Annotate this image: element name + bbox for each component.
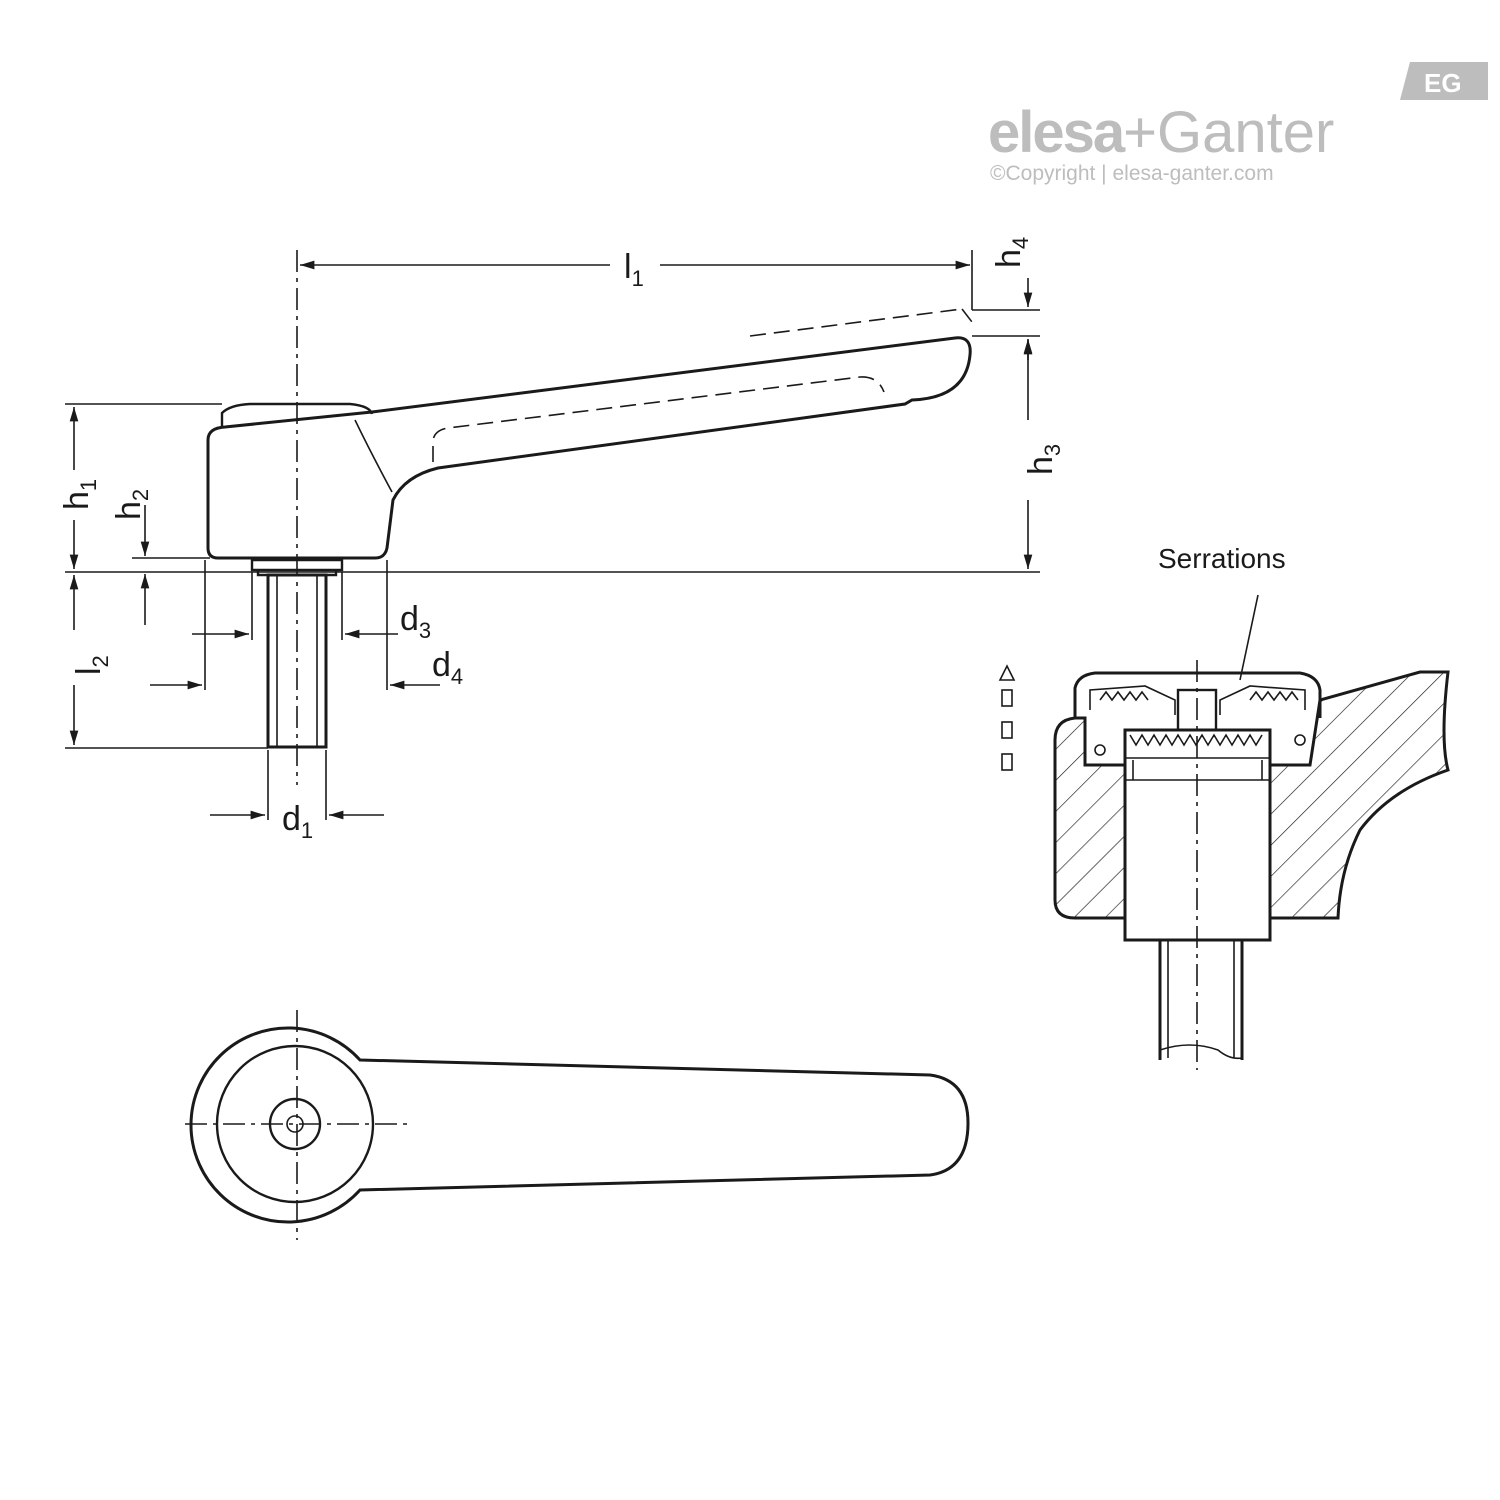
ball-left [1094,744,1106,756]
label-d3: d3 [400,600,431,643]
label-h4: h4 [990,237,1033,268]
lever-top-outline [189,1026,970,1224]
section-mark-1 [1001,689,1013,707]
lever-recess-dashed [432,376,885,462]
lever-alt-position-dashed [749,308,963,337]
label-l1: l1 [624,248,644,291]
eg-badge-text: EG [1424,68,1462,98]
ball-right [1294,734,1306,746]
spring-right [1249,690,1299,702]
side-view: l1 h1 h2 l2 h3 h4 d3 d4 d1 [58,237,1065,843]
section-arrow-icon [998,664,1016,681]
section-mark-2 [1001,721,1013,739]
section-cap-inner-right [1219,685,1306,715]
washer [250,558,344,572]
section-cap-inner-left [1089,685,1176,715]
label-h1: h1 [58,479,101,510]
spring-left [1099,690,1149,702]
label-d1: d1 [282,800,313,843]
top-view [185,1010,970,1240]
parting-curve [354,419,393,493]
label-h2: h2 [110,489,153,520]
section-body-right [1268,670,1450,920]
section-mark-3 [1001,753,1013,771]
stud-break-line [1159,1044,1243,1060]
lever-side-outline [206,336,972,560]
brand-logo: EG elesa+Ganter ©Copyright | elesa-gante… [988,62,1488,185]
serrations-leader [1239,594,1259,681]
section-body-left [1053,716,1127,920]
serrations-label: Serrations [1158,543,1286,574]
lever-alt-tip-dashed [961,308,973,323]
brand-right: Ganter [1157,100,1334,165]
label-h3: h3 [1022,444,1065,475]
brand-left: elesa [988,100,1126,165]
hub-cap [220,402,374,428]
threaded-stud [266,573,328,749]
serrations-teeth [1129,733,1263,747]
brand-wordmark: elesa+Ganter [988,100,1334,165]
section-stud [1158,940,1244,1060]
section-view: Serrations [998,543,1450,1070]
copyright-text: ©Copyright | elesa-ganter.com [990,162,1274,185]
eg-badge: EG [1400,62,1488,100]
brand-plus: + [1123,100,1157,165]
label-l2: l2 [70,655,113,675]
label-d4: d4 [432,646,463,689]
